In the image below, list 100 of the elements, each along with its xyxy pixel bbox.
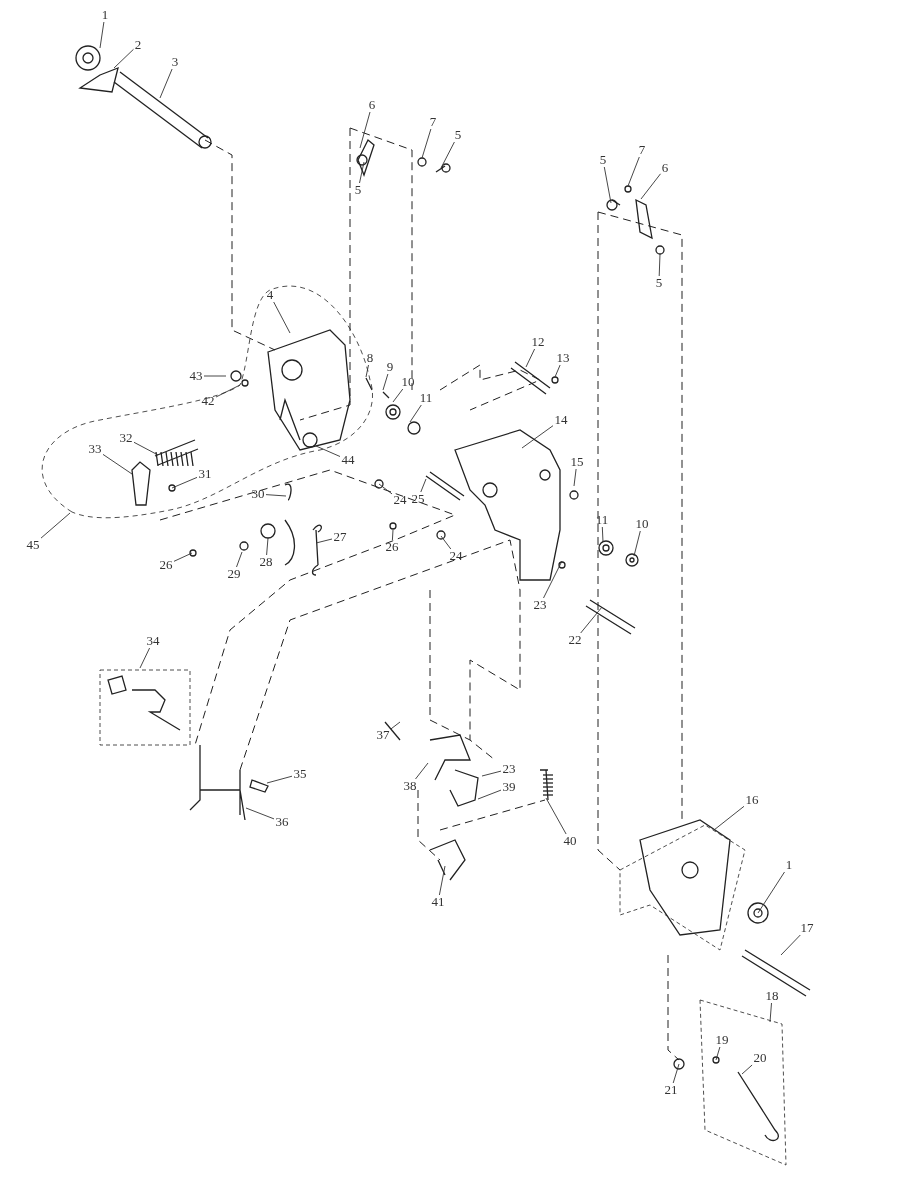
leader-line bbox=[359, 111, 371, 149]
leader-line bbox=[521, 425, 554, 449]
callout-number: 26 bbox=[158, 558, 174, 572]
callout-number: 6 bbox=[367, 98, 377, 112]
leader-line bbox=[382, 373, 389, 391]
callout-number: 7 bbox=[637, 143, 647, 157]
callout-number: 4 bbox=[265, 288, 275, 302]
leader-line bbox=[477, 789, 502, 800]
callout-number: 8 bbox=[365, 351, 375, 365]
leader-line bbox=[525, 348, 536, 368]
leader-line bbox=[713, 805, 745, 831]
leader-line bbox=[266, 775, 293, 784]
leader-line bbox=[438, 865, 446, 896]
leader-line bbox=[113, 48, 134, 69]
leader-line bbox=[245, 807, 275, 820]
callout-number: 39 bbox=[501, 780, 517, 794]
callout-number: 42 bbox=[200, 394, 216, 408]
callout-number: 25 bbox=[410, 492, 426, 506]
leader-line bbox=[378, 483, 393, 495]
leader-line bbox=[315, 445, 341, 457]
leader-line bbox=[273, 301, 291, 334]
leader-line bbox=[102, 453, 133, 475]
callout-number: 12 bbox=[530, 335, 546, 349]
leader-line bbox=[601, 526, 604, 543]
callout-number: 13 bbox=[555, 351, 571, 365]
callout-number: 7 bbox=[428, 115, 438, 129]
callout-number: 20 bbox=[752, 1051, 768, 1065]
leader-line bbox=[171, 476, 198, 489]
callout-number: 9 bbox=[385, 360, 395, 374]
callout-number: 5 bbox=[353, 183, 363, 197]
leader-line bbox=[392, 388, 404, 403]
leader-line bbox=[390, 721, 401, 730]
leader-line bbox=[640, 173, 661, 200]
leader-line bbox=[440, 535, 452, 550]
leader-line bbox=[573, 468, 577, 487]
callout-number: 34 bbox=[145, 634, 161, 648]
callout-number: 36 bbox=[274, 815, 290, 829]
leader-line bbox=[40, 512, 71, 539]
callout-number: 26 bbox=[384, 540, 400, 554]
leader-line bbox=[757, 871, 785, 914]
leader-line bbox=[409, 404, 422, 423]
leader-line bbox=[780, 934, 801, 956]
leader-line bbox=[391, 529, 394, 541]
callout-number: 11 bbox=[418, 391, 434, 405]
callout-number: 5 bbox=[598, 153, 608, 167]
callout-number: 5 bbox=[453, 128, 463, 142]
leader-line bbox=[215, 384, 241, 398]
callout-number: 23 bbox=[532, 598, 548, 612]
leader-line bbox=[420, 478, 427, 493]
leader-line bbox=[99, 21, 105, 49]
callout-number: 11 bbox=[594, 513, 610, 527]
leader-line bbox=[359, 161, 365, 184]
callout-number: 41 bbox=[430, 895, 446, 909]
callout-number: 27 bbox=[332, 530, 348, 544]
callout-number: 43 bbox=[188, 369, 204, 383]
callout-number: 35 bbox=[292, 767, 308, 781]
callout-number: 14 bbox=[553, 413, 569, 427]
callout-number: 5 bbox=[654, 276, 664, 290]
leader-line bbox=[173, 552, 193, 562]
callout-number: 33 bbox=[87, 442, 103, 456]
leader-line bbox=[421, 128, 432, 159]
callout-number: 19 bbox=[714, 1033, 730, 1047]
callout-number: 22 bbox=[567, 633, 583, 647]
leader-line bbox=[481, 770, 502, 777]
callout-number: 30 bbox=[250, 487, 266, 501]
callout-number: 24 bbox=[448, 549, 464, 563]
leader-line bbox=[769, 1002, 772, 1023]
callout-number: 2 bbox=[133, 38, 143, 52]
leader-line bbox=[139, 647, 151, 669]
leader-line bbox=[265, 494, 287, 497]
callout-number: 38 bbox=[402, 779, 418, 793]
callout-number: 1 bbox=[784, 858, 794, 872]
leader-line bbox=[133, 441, 159, 456]
callout-number: 31 bbox=[197, 467, 213, 481]
callout-number: 28 bbox=[258, 555, 274, 569]
callout-number: 10 bbox=[400, 375, 416, 389]
callout-number: 45 bbox=[25, 538, 41, 552]
leader-line bbox=[672, 1063, 680, 1084]
callout-number: 10 bbox=[634, 517, 650, 531]
callout-number: 6 bbox=[660, 161, 670, 175]
leader-line bbox=[627, 156, 640, 187]
leader-line bbox=[440, 141, 455, 169]
leader-line bbox=[580, 606, 603, 634]
callout-number: 15 bbox=[569, 455, 585, 469]
leader-line bbox=[741, 1064, 753, 1075]
callout-number: 17 bbox=[799, 921, 815, 935]
callout-number: 29 bbox=[226, 567, 242, 581]
callout-number: 23 bbox=[501, 762, 517, 776]
leader-line bbox=[633, 530, 641, 557]
callout-number: 1 bbox=[100, 8, 110, 22]
callout-number: 16 bbox=[744, 793, 760, 807]
leader-line bbox=[603, 166, 612, 204]
callout-number: 44 bbox=[340, 453, 356, 467]
leader-line bbox=[715, 1046, 721, 1061]
leader-line bbox=[203, 375, 227, 377]
callout-number: 3 bbox=[170, 55, 180, 69]
leader-line bbox=[658, 253, 661, 277]
leader-line bbox=[159, 68, 173, 99]
leader-line bbox=[415, 762, 429, 780]
callout-number: 24 bbox=[392, 493, 408, 507]
